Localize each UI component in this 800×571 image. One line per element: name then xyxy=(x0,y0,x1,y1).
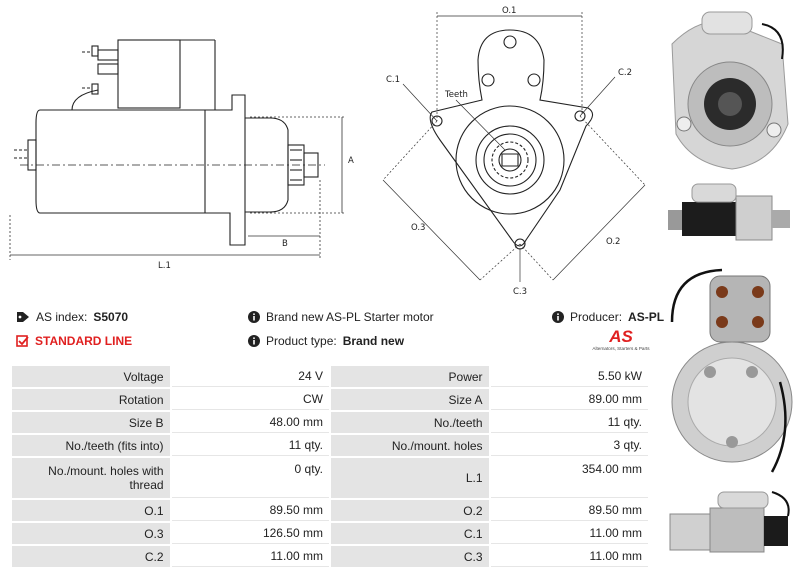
front-view-dimensions xyxy=(382,12,646,282)
pinion-teeth xyxy=(491,141,529,179)
side-view-dimensions xyxy=(9,116,345,260)
spec-label: No./teeth xyxy=(330,412,489,433)
dim-label-b: B xyxy=(282,239,288,249)
as-index: AS index: S5070 xyxy=(16,310,128,324)
spec-value: 48.00 mm xyxy=(171,412,329,433)
producer: Producer: AS-PL xyxy=(552,310,664,324)
as-index-label: AS index: xyxy=(36,310,88,324)
spec-label: L.1 xyxy=(330,458,489,498)
product-photo-rear[interactable] xyxy=(662,262,798,482)
info-icon xyxy=(552,311,564,323)
dim-label-o2: O.2 xyxy=(606,237,620,247)
spec-value: 89.00 mm xyxy=(490,389,648,410)
photo-side-illustration xyxy=(668,183,790,241)
spec-label: Voltage xyxy=(12,366,170,387)
standard-line-label: STANDARD LINE xyxy=(35,334,133,348)
spec-value: 11.00 mm xyxy=(490,523,648,544)
product-type: Product type: Brand new xyxy=(248,334,404,348)
as-pl-logo: AS Alternators, Starters & Parts xyxy=(588,328,654,358)
spec-label: C.1 xyxy=(330,523,489,544)
spec-value: CW xyxy=(171,389,329,410)
spec-value: 11.00 mm xyxy=(490,546,648,567)
dim-label-o1: O.1 xyxy=(502,6,516,16)
checkbox-checked-icon xyxy=(16,334,29,347)
spec-value: 5.50 kW xyxy=(490,366,648,387)
photo-rear-illustration xyxy=(670,268,793,473)
spec-value: 89.50 mm xyxy=(490,500,648,521)
info-icon xyxy=(248,311,260,323)
spec-label: C.2 xyxy=(12,546,170,567)
tag-icon xyxy=(17,312,29,322)
standard-line: STANDARD LINE xyxy=(16,334,132,348)
info-icon xyxy=(248,335,260,347)
technical-drawing: A B L.1 xyxy=(0,0,660,300)
spec-value: 126.50 mm xyxy=(171,523,329,544)
product-photo-front[interactable] xyxy=(662,4,798,176)
solenoid-body xyxy=(117,39,181,109)
spec-value: 11 qty. xyxy=(490,412,648,433)
spec-value: 354.00 mm xyxy=(490,458,648,498)
spec-value: 11 qty. xyxy=(171,435,329,456)
as-index-value: S5070 xyxy=(93,310,129,324)
spec-value: 89.50 mm xyxy=(171,500,329,521)
spec-value: 0 qty. xyxy=(171,458,329,498)
spec-label: No./mount. holes xyxy=(330,435,489,456)
spec-label: Power xyxy=(330,366,489,387)
spec-label: No./mount. holes with thread xyxy=(12,458,170,498)
dim-label-l1: L.1 xyxy=(158,261,171,271)
front-view xyxy=(429,29,594,250)
logo-tagline: Alternators, Starters & Parts xyxy=(592,346,650,351)
dim-label-teeth: Teeth xyxy=(444,90,468,100)
product-photo-side[interactable] xyxy=(662,178,798,254)
dim-label-c3: C.3 xyxy=(513,287,527,297)
spec-label: O.2 xyxy=(330,500,489,521)
product-photo-angle[interactable] xyxy=(662,484,798,568)
description-text: Brand new AS-PL Starter motor xyxy=(266,310,434,324)
photo-front-illustration xyxy=(671,11,789,170)
spec-label: No./teeth (fits into) xyxy=(12,435,170,456)
logo-mark: AS xyxy=(609,327,633,346)
spec-value: 24 V xyxy=(171,366,329,387)
spec-label: O.1 xyxy=(12,500,170,521)
dimension-drawings: A B L.1 xyxy=(9,6,646,297)
product-description: Brand new AS-PL Starter motor xyxy=(248,310,434,324)
dim-label-c1: C.1 xyxy=(386,75,400,85)
dim-label-a: A xyxy=(348,156,354,166)
product-type-label: Product type: xyxy=(266,334,337,348)
spec-value: 3 qty. xyxy=(490,435,648,456)
product-type-value: Brand new xyxy=(342,334,405,348)
side-view xyxy=(14,39,325,246)
flange-outline xyxy=(429,29,594,247)
spec-value: 11.00 mm xyxy=(171,546,329,567)
spec-label: Rotation xyxy=(12,389,170,410)
dim-label-o3: O.3 xyxy=(411,223,425,233)
dim-label-c2: C.2 xyxy=(618,68,632,78)
producer-label: Producer: xyxy=(570,310,623,324)
photo-angle-illustration xyxy=(669,491,790,553)
producer-value: AS-PL xyxy=(628,310,665,324)
motor-body xyxy=(35,109,206,214)
table-row: No./teeth (fits into)11 qty.No./mount. h… xyxy=(12,435,648,456)
spec-label: O.3 xyxy=(12,523,170,544)
spec-label: C.3 xyxy=(330,546,489,567)
spec-label: Size A xyxy=(330,389,489,410)
spec-label: Size B xyxy=(12,412,170,433)
flange-circle xyxy=(455,105,565,215)
